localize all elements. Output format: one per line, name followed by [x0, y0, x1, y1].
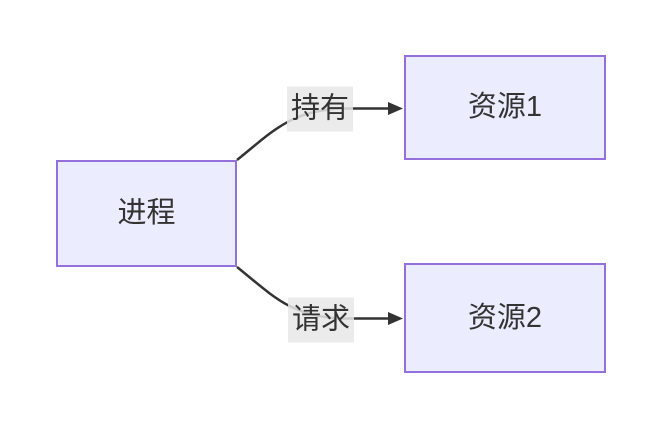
node-resource2-label: 资源2 [467, 301, 543, 334]
node-resource1-label: 资源1 [467, 91, 543, 123]
node-process-label: 进程 [117, 197, 176, 229]
edge-requests-arrowhead-icon [388, 312, 403, 325]
node-process: 进程 [56, 160, 237, 267]
edge-label-requests: 请求 [287, 297, 355, 343]
node-resource2: 资源2 [404, 263, 606, 373]
node-resource1: 资源1 [404, 55, 606, 160]
edge-holds-arrowhead-icon [388, 102, 403, 115]
edge-label-holds: 持有 [286, 86, 354, 132]
